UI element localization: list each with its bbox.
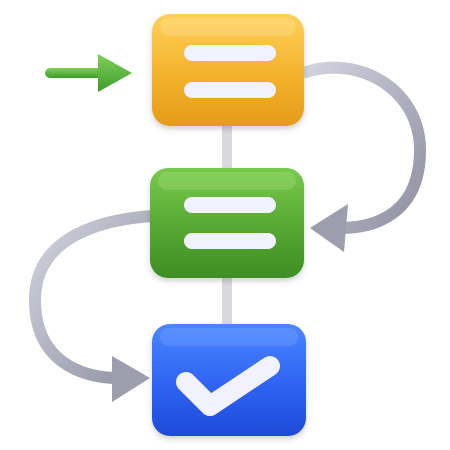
two-lines-icon [184, 197, 276, 249]
entry-arrow-icon [45, 54, 132, 92]
step-1-box [152, 14, 304, 126]
two-lines-icon [184, 45, 276, 98]
loop-arrow-left [28, 210, 158, 402]
step-2-box [150, 168, 304, 278]
check-icon [176, 356, 280, 416]
step-3-box [152, 324, 306, 436]
vertical-connectors [222, 122, 232, 332]
loop-arrow-right [300, 61, 427, 252]
